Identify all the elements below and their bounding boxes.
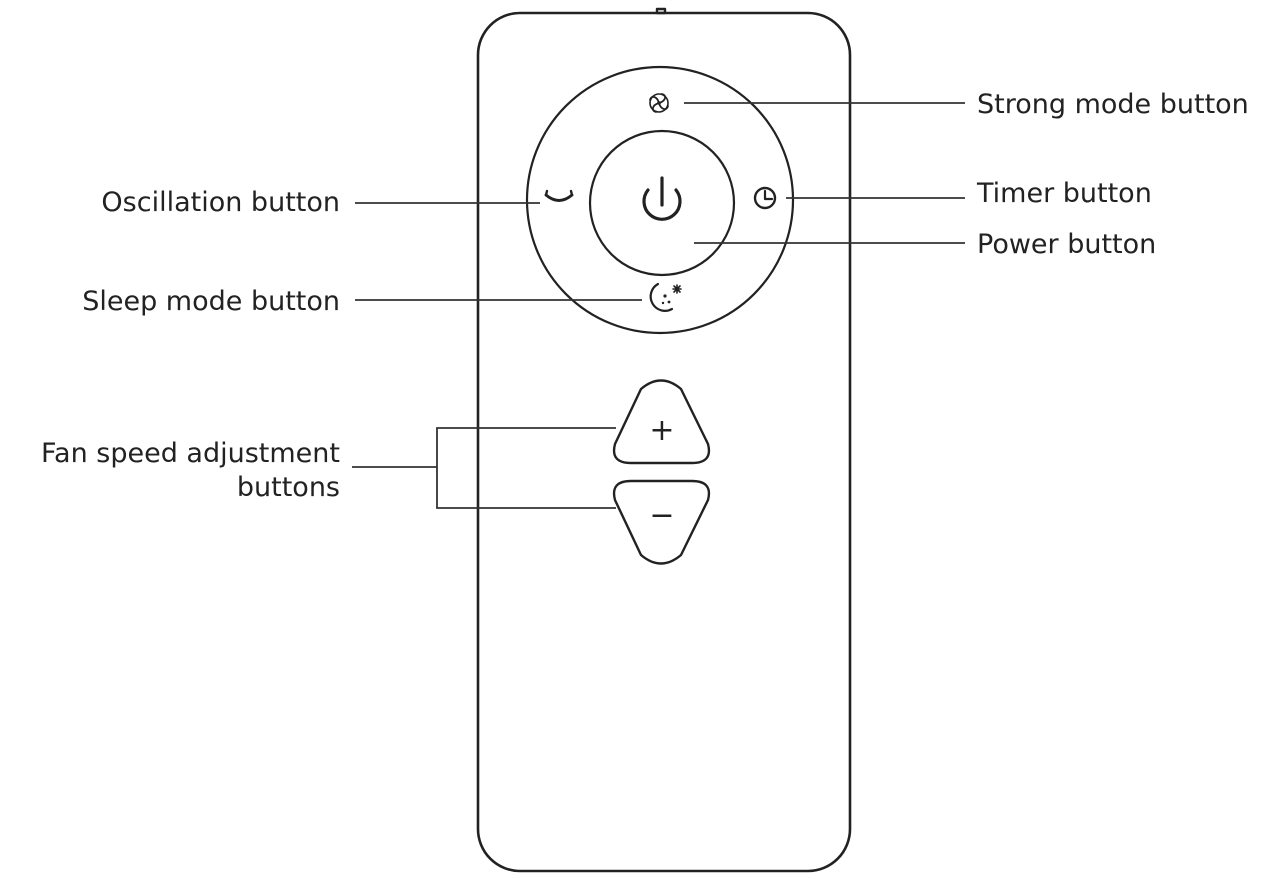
label-power: Power button — [977, 229, 1156, 260]
control-ring — [525, 65, 795, 335]
clock-icon — [753, 186, 777, 210]
label-sleep-mode: Sleep mode button — [82, 286, 340, 317]
fan-icon — [649, 93, 669, 113]
power-icon — [642, 176, 682, 221]
strong-mode-button[interactable] — [649, 93, 669, 113]
oscillation-button[interactable] — [544, 189, 574, 202]
label-fan-speed-line1: Fan speed adjustment — [41, 438, 340, 469]
sleep-mode-button[interactable] — [649, 282, 682, 312]
fan-speed-plus-button[interactable]: + — [612, 379, 711, 465]
plus-sign: + — [649, 413, 674, 448]
leader-fan-speed — [436, 427, 616, 509]
moon-stars-icon — [649, 282, 682, 312]
leader-lines — [352, 102, 965, 509]
label-strong-mode: Strong mode button — [977, 89, 1249, 120]
power-button[interactable] — [588, 129, 736, 277]
label-oscillation: Oscillation button — [101, 187, 340, 218]
fan-speed-minus-button[interactable]: − — [612, 479, 711, 565]
timer-button[interactable] — [753, 186, 777, 210]
minus-sign: − — [649, 498, 674, 533]
remote-body — [476, 7, 852, 873]
label-fan-speed-line2: buttons — [237, 472, 340, 503]
oscillation-arc-icon — [544, 189, 574, 202]
label-timer: Timer button — [976, 178, 1152, 209]
